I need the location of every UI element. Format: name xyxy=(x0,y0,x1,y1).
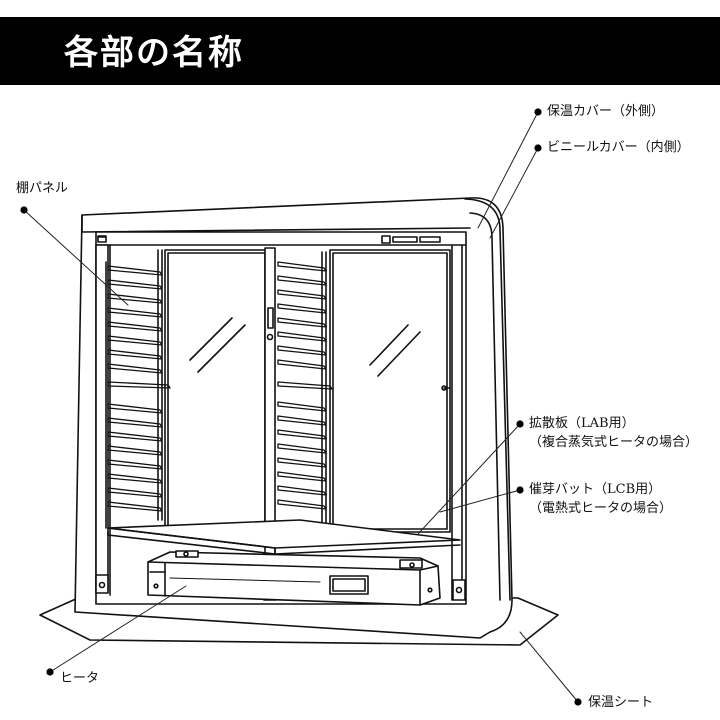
shelf-panels-left xyxy=(105,249,171,529)
label-diffuser-line2: （複合蒸気式ヒータの場合） xyxy=(529,435,699,450)
label-outer-cover: 保温カバー（外側） xyxy=(547,104,665,119)
label-diffuser-line1: 拡散板（LAB用） xyxy=(529,416,635,431)
label-sheet: 保温シート xyxy=(588,695,654,710)
label-vat-line1: 催芽バット（LCB用） xyxy=(529,482,662,497)
header-bar xyxy=(0,17,720,85)
label-heater: ヒータ xyxy=(60,671,100,686)
shelf-panels-right xyxy=(277,251,333,531)
label-inner-cover: ビニールカバー（内側） xyxy=(547,140,690,155)
page-title: 各部の名称 xyxy=(64,33,244,73)
diffuser-plate xyxy=(107,519,461,555)
leader-dots xyxy=(20,108,582,706)
leader-lines xyxy=(23,111,579,703)
label-shelf-panel: 棚パネル xyxy=(16,181,69,196)
heater-unit xyxy=(147,550,441,606)
label-vat-line2: （電熱式ヒータの場合） xyxy=(529,501,673,516)
